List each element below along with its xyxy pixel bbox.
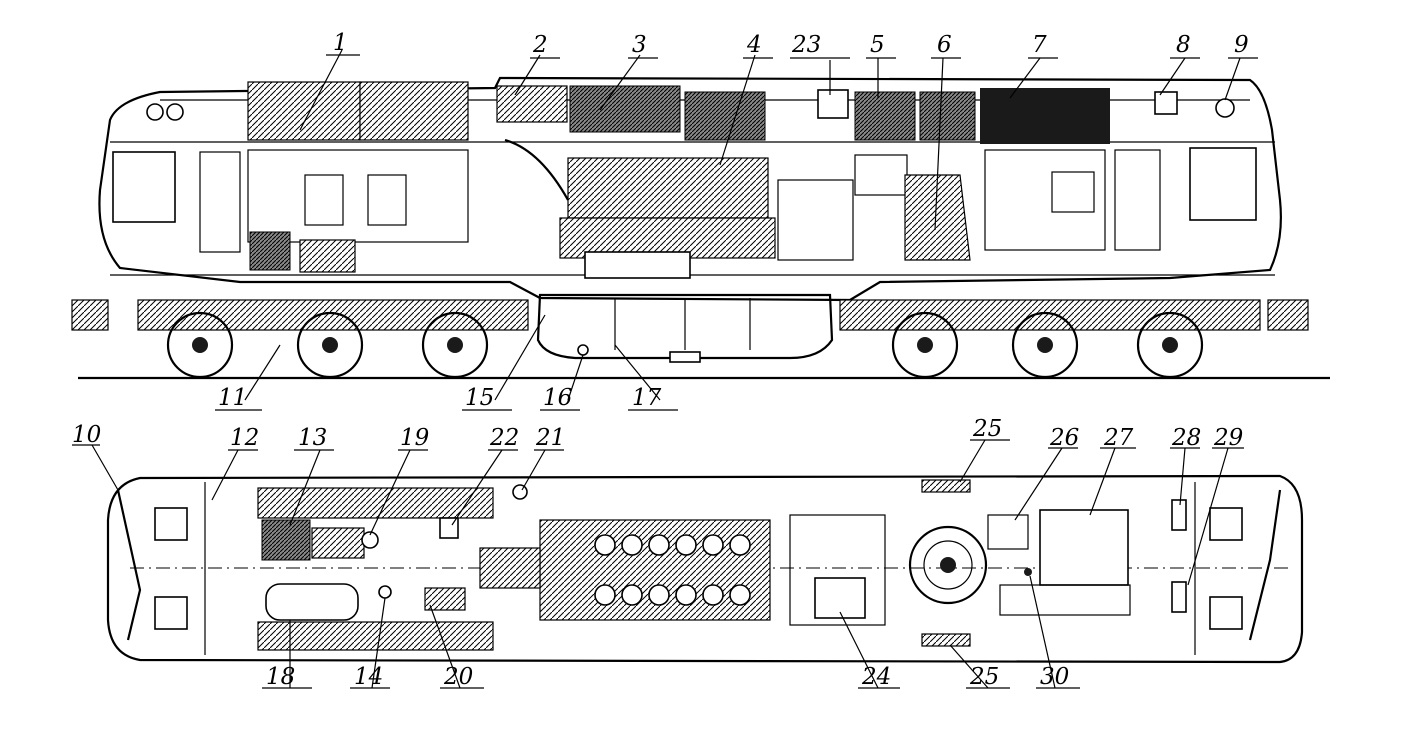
cooling-unit-1b (359, 81, 469, 141)
callout-8: 8 (1176, 32, 1191, 58)
fan-6 (904, 174, 971, 261)
fan-ring (908, 525, 988, 605)
callout-18: 18 (266, 664, 295, 690)
plan-body-outline (106, 474, 1304, 664)
grille-25-upper (921, 479, 971, 493)
callout-7: 7 (1032, 32, 1047, 58)
callout-12: 12 (230, 425, 259, 451)
cabinet-upper (257, 487, 494, 519)
unit-13 (261, 519, 311, 561)
callout-5: 5 (870, 32, 885, 58)
callout-4: 4 (746, 32, 762, 58)
callout-26: 26 (1049, 425, 1079, 451)
generator (777, 179, 854, 261)
unit-24 (814, 577, 866, 619)
cooling-unit-1a (247, 81, 361, 141)
coupler-left (71, 299, 109, 331)
callout-22: 22 (489, 425, 519, 451)
bogie-right (839, 299, 1261, 379)
item-28 (1171, 499, 1187, 531)
item-30 (1024, 568, 1032, 576)
control-desk-left (116, 489, 142, 641)
tank-plug-16 (577, 344, 589, 356)
callout-1: 1 (333, 30, 348, 56)
callout-25-upper: 25 (972, 416, 1002, 442)
cylinder-row (594, 534, 751, 606)
exhaust-duct (504, 138, 569, 201)
fuel-tank (536, 293, 834, 360)
compartment-panel (247, 149, 469, 243)
callout-23: 23 (791, 32, 821, 58)
turbo (479, 547, 541, 589)
reservoir-18 (265, 583, 359, 621)
cab-door-left (199, 151, 241, 253)
plan-view (106, 474, 1304, 664)
callout-28: 28 (1171, 425, 1201, 451)
item-19 (361, 531, 379, 549)
callout-29: 29 (1213, 425, 1243, 451)
callout-24: 24 (861, 664, 891, 690)
callout-27: 27 (1103, 425, 1134, 451)
seat-right-2 (1209, 596, 1243, 630)
coupler-right (1267, 299, 1309, 331)
block-7 (980, 88, 1110, 144)
side-view (71, 76, 1330, 380)
compartment-7 (984, 149, 1106, 251)
seat-left-1 (154, 507, 188, 541)
body-outline (98, 76, 1282, 302)
item-8 (1154, 91, 1178, 115)
callout-14: 14 (354, 664, 383, 690)
block-3 (569, 85, 681, 133)
seat-left-2 (154, 596, 188, 630)
callout-2: 2 (532, 32, 548, 58)
callout-9: 9 (1234, 32, 1249, 58)
callout-30: 30 (1040, 664, 1069, 690)
item-21 (512, 484, 528, 500)
cab-door-right (1114, 149, 1161, 251)
grille-25-lower (921, 633, 971, 647)
cabinet-27 (1039, 509, 1129, 586)
callout-25-lower: 25 (969, 664, 999, 690)
item-14 (378, 585, 392, 599)
callout-11: 11 (218, 385, 247, 411)
bogie-left (137, 299, 529, 379)
block-2 (496, 85, 568, 123)
callout-16: 16 (543, 385, 572, 411)
cabinet-lower (257, 621, 494, 651)
item-9 (1215, 98, 1235, 118)
item-26 (987, 514, 1029, 550)
callout-labels: 1 2 3 4 23 5 6 7 8 9 11 15 16 17 10 12 1… (72, 30, 1249, 690)
callout-13: 13 (298, 425, 327, 451)
callout-17: 17 (632, 385, 662, 411)
callout-20: 20 (443, 664, 473, 690)
diesel-engine-upper (567, 157, 769, 219)
generator-plan (789, 514, 886, 626)
block-23 (817, 89, 849, 119)
callout-10: 10 (72, 422, 101, 448)
block-5 (854, 91, 916, 141)
item-20 (424, 587, 466, 611)
crankcase (584, 251, 691, 279)
leader-lines (72, 49, 1258, 689)
control-desk-right (1248, 489, 1282, 641)
callout-3: 3 (632, 32, 647, 58)
cab-window-left (112, 151, 176, 223)
seat-right-1 (1209, 507, 1243, 541)
callout-21: 21 (535, 425, 565, 451)
cab-window-right (1189, 147, 1257, 221)
callout-19: 19 (400, 425, 429, 451)
equipment-block (249, 231, 291, 271)
callout-6: 6 (937, 32, 952, 58)
callout-15: 15 (465, 385, 494, 411)
